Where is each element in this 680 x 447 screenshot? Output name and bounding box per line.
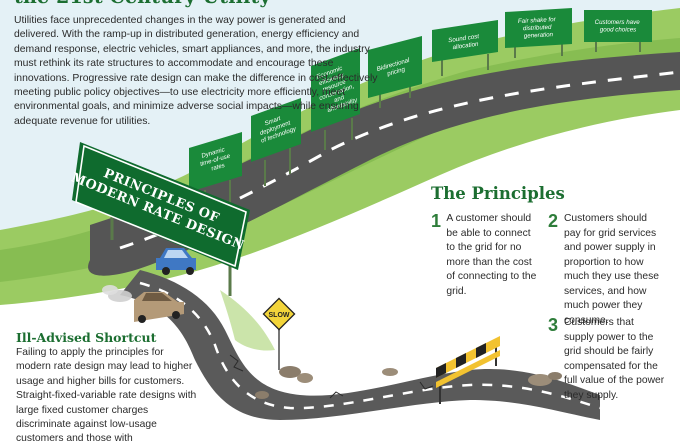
- svg-text:Fair shake for distribut: Fair shake for distributed generation: [518, 16, 559, 40]
- principle-number: 3: [548, 315, 559, 335]
- intro-paragraph: Utilities face unprecedented changes in …: [14, 15, 378, 127]
- shortcut-paragraph: Failing to apply the principles for mode…: [16, 347, 197, 445]
- slow-sign-text: SLOW: [269, 312, 290, 319]
- blue-car: [156, 248, 196, 275]
- road-illustration: SLOW Dynamic time-of-use rates Smart de: [0, 0, 680, 420]
- sign-economic-efficiency: Economic efficiency, resource conservati…: [311, 48, 360, 150]
- sign-customers-choices: Customers have good choices: [584, 10, 652, 52]
- sign-fair-shake: Fair shake for distributed generation: [505, 8, 572, 58]
- sign-dynamic-rates: Dynamic time-of-use rates: [189, 132, 242, 215]
- principle-2: 2 Customers should pay for grid services…: [548, 212, 668, 328]
- shortcut-heading: Ill-Advised Shortcut: [16, 330, 157, 345]
- principle-number: 2: [548, 211, 559, 231]
- principle-text: Customers that supply power to the grid …: [564, 317, 665, 401]
- principle-text: Customers should pay for grid services a…: [564, 213, 660, 326]
- sign-sound-cost: Sound cost allocation: [432, 20, 498, 76]
- principle-3: 3 Customers that supply power to the gri…: [548, 316, 668, 403]
- principle-1: 1 A customer should be able to connect t…: [431, 212, 539, 299]
- page-title: the 21st Century Utility: [14, 0, 271, 8]
- shortcut-road: [120, 270, 600, 420]
- principles-heading: The Principles: [431, 184, 565, 203]
- sign-bidirectional-pricing: Bidirectional pricing: [368, 36, 422, 108]
- broken-car: [102, 285, 184, 323]
- svg-text:Sound cost allocation: Sound cost allocation: [448, 33, 482, 52]
- slow-sign: SLOW: [262, 297, 296, 370]
- road-barricade: [436, 336, 500, 404]
- sign-smart-deployment: Smart deployment of technology: [251, 98, 301, 186]
- principle-number: 1: [431, 211, 442, 231]
- svg-text:Customers have good choi: Customers have good choices: [595, 19, 642, 34]
- principle-text: A customer should be able to connect to …: [446, 213, 537, 297]
